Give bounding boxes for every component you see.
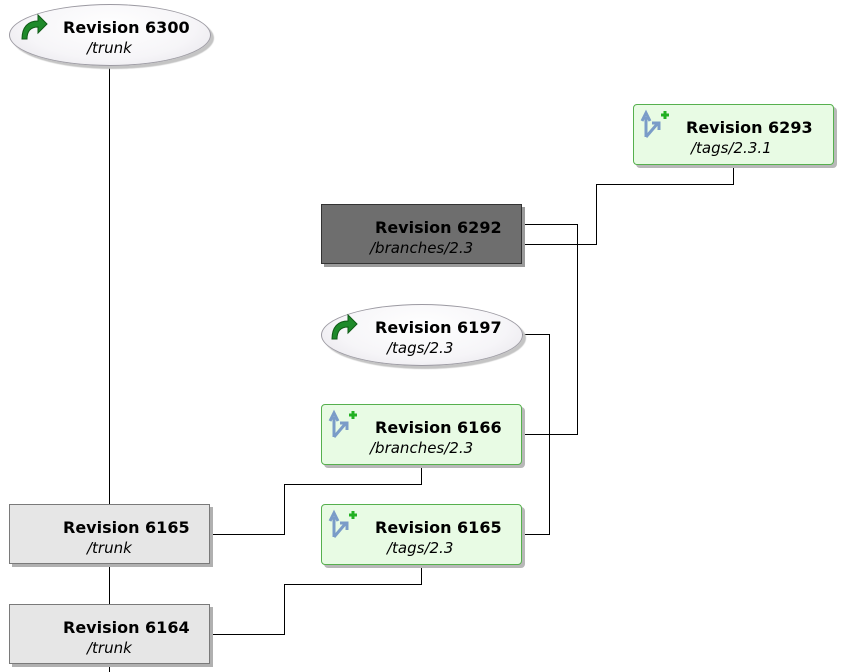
node-path-label: /tags/2.3.1: [691, 139, 772, 157]
node-revision-6165-tag[interactable]: Revision 6165 /tags/2.3: [321, 504, 522, 565]
node-revision-label: Revision 6166: [375, 418, 502, 437]
node-path-label: /trunk: [87, 639, 132, 657]
node-revision-6164[interactable]: Revision 6164 /trunk: [9, 604, 210, 664]
node-path-label: /tags/2.3: [387, 539, 454, 557]
rename-arrow-icon: [331, 313, 358, 340]
edge-6165-to-6166: [210, 465, 422, 535]
node-revision-6197[interactable]: Revision 6197 /tags/2.3: [321, 304, 523, 366]
node-revision-label: Revision 6300: [63, 18, 190, 37]
node-path-label: /branches/2.3: [370, 239, 474, 257]
node-revision-label: Revision 6164: [63, 618, 190, 637]
node-revision-6293[interactable]: Revision 6293 /tags/2.3.1: [633, 104, 834, 165]
edge-6164-to-6165tag: [210, 565, 422, 635]
node-path-label: /trunk: [87, 39, 132, 57]
node-revision-6292[interactable]: Revision 6292 /branches/2.3: [321, 204, 522, 264]
node-revision-6165-trunk[interactable]: Revision 6165 /trunk: [9, 504, 210, 564]
node-revision-6166[interactable]: Revision 6166 /branches/2.3: [321, 404, 522, 465]
node-path-label: /trunk: [87, 539, 132, 557]
node-revision-label: Revision 6292: [375, 218, 502, 237]
copy-branch-icon: [328, 409, 357, 438]
node-revision-6300[interactable]: Revision 6300 /trunk: [9, 4, 211, 66]
node-path-label: /branches/2.3: [370, 439, 474, 457]
node-revision-label: Revision 6197: [375, 318, 502, 337]
copy-branch-icon: [328, 509, 357, 538]
node-revision-label: Revision 6165: [63, 518, 190, 537]
node-revision-label: Revision 6165: [375, 518, 502, 537]
node-revision-label: Revision 6293: [686, 118, 813, 137]
edge-6165tag-to-6197: [522, 334, 550, 535]
copy-branch-icon: [640, 109, 669, 138]
node-path-label: /tags/2.3: [387, 339, 454, 357]
edge-6292-to-6293: [522, 165, 734, 245]
rename-arrow-icon: [21, 13, 48, 40]
